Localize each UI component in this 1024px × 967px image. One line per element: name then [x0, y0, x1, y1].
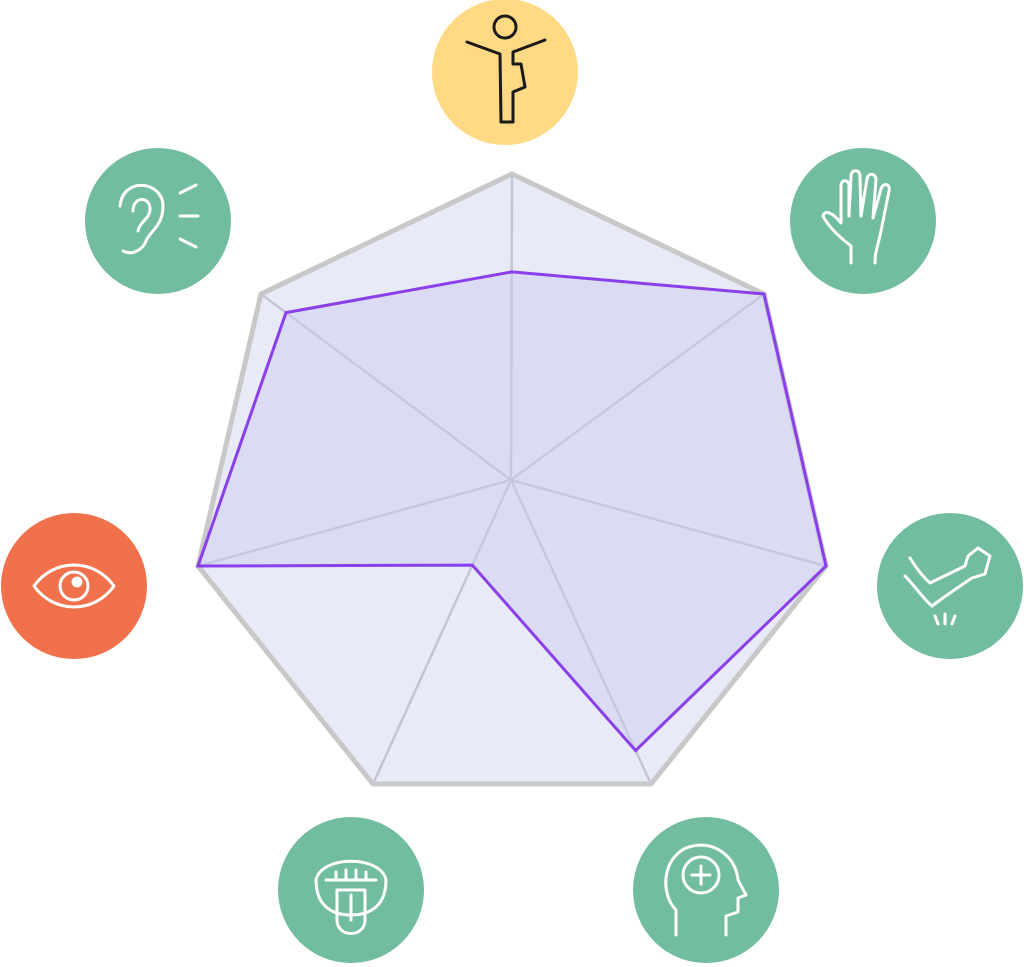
- radar-spoke-3: [509, 479, 653, 785]
- axis-badge-3: [633, 817, 779, 963]
- axis-badge-5: [1, 513, 147, 659]
- balance-person-icon: [465, 14, 547, 124]
- eye-vision-icon: [32, 563, 116, 609]
- axis-badge-circle: [432, 0, 578, 145]
- axis-badge-6: [85, 148, 231, 294]
- series-polygon: [195, 270, 828, 753]
- radar-spoke-4: [371, 479, 513, 785]
- radar-spoke-0: [509, 173, 514, 481]
- arm-reflex-icon: [903, 546, 992, 626]
- axis-badge-2: [877, 513, 1023, 659]
- radar-spoke-6: [260, 292, 512, 482]
- axis-badge-1: [790, 148, 936, 294]
- radar-spoke-2: [510, 478, 827, 568]
- axis-badge-0: [432, 0, 578, 145]
- radar-spoke-1: [510, 292, 765, 482]
- hand-touch-icon: [821, 169, 891, 265]
- tongue-taste-icon: [314, 859, 388, 935]
- axis-badge-circle: [877, 513, 1023, 659]
- brain-head-icon: [664, 843, 748, 937]
- radar-spoke-5: [197, 478, 512, 568]
- axis-badge-4: [278, 817, 424, 963]
- axis-badge-circle: [85, 148, 231, 294]
- axis-badge-circle: [790, 148, 936, 294]
- ear-hearing-icon: [118, 183, 200, 255]
- axis-badge-circle: [633, 817, 779, 963]
